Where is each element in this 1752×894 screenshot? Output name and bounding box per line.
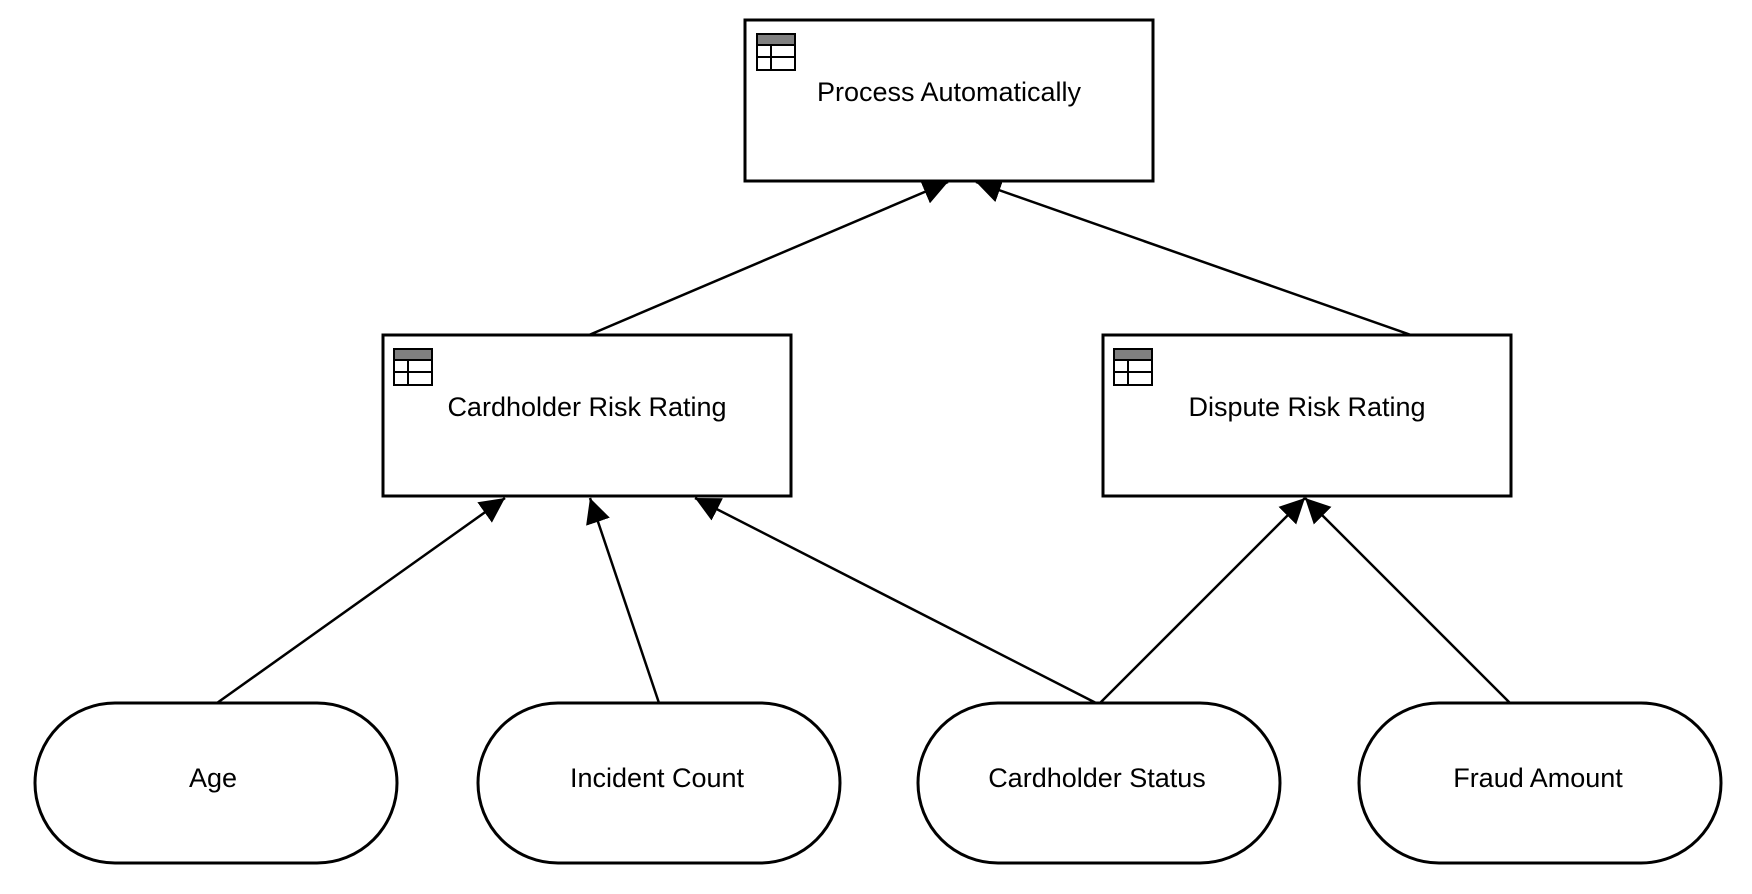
decision-table-icon bbox=[393, 348, 433, 386]
input-label: Cardholder Status bbox=[988, 763, 1206, 793]
decision-process-automatically[interactable]: Process Automatically bbox=[743, 18, 1155, 183]
edges-layer bbox=[216, 178, 1511, 705]
decision-table-icon bbox=[756, 33, 796, 71]
input-label: Age bbox=[189, 763, 237, 793]
decision-label: Cardholder Risk Rating bbox=[447, 392, 726, 422]
edge-cardholder-status-to-dispute-risk-rating bbox=[1099, 497, 1306, 704]
decision-label: Process Automatically bbox=[817, 77, 1082, 107]
input-fraud-amount[interactable]: Fraud Amount bbox=[1357, 701, 1723, 865]
input-label: Fraud Amount bbox=[1453, 763, 1623, 793]
decision-label: Dispute Risk Rating bbox=[1188, 392, 1425, 422]
input-incident-count[interactable]: Incident Count bbox=[476, 701, 842, 865]
input-label: Incident Count bbox=[570, 763, 745, 793]
input-cardholder-status[interactable]: Cardholder Status bbox=[916, 701, 1282, 865]
edge-fraud-amount-to-dispute-risk-rating bbox=[1304, 497, 1511, 704]
decision-dispute-risk-rating[interactable]: Dispute Risk Rating bbox=[1101, 333, 1513, 498]
edge-incident-count-to-cardholder-risk-rating bbox=[586, 497, 661, 704]
edge-cardholder-status-to-cardholder-risk-rating bbox=[694, 496, 1097, 705]
edge-age-to-cardholder-risk-rating bbox=[216, 496, 506, 705]
decision-table-icon bbox=[1113, 348, 1153, 386]
edge-dispute-risk-rating-to-process-automatically bbox=[975, 178, 1412, 337]
decision-cardholder-risk-rating[interactable]: Cardholder Risk Rating bbox=[381, 333, 793, 498]
input-age[interactable]: Age bbox=[33, 701, 399, 865]
edge-cardholder-risk-rating-to-process-automatically bbox=[588, 180, 949, 337]
